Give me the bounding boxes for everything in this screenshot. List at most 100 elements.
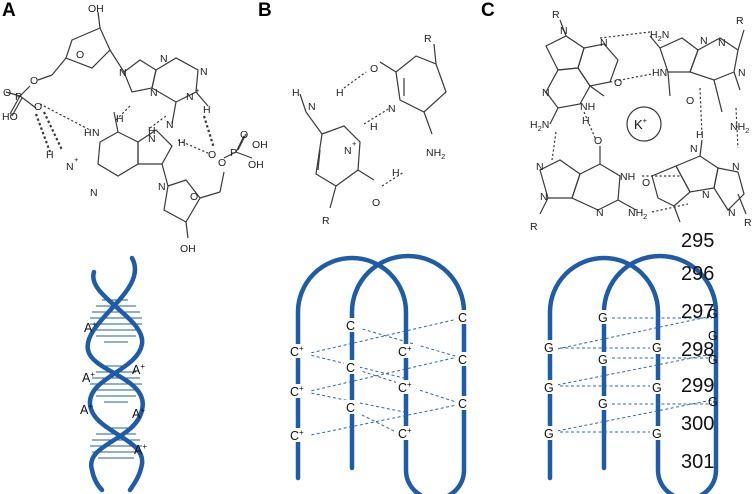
plus-label: + xyxy=(352,139,357,148)
guanine-label: G xyxy=(598,311,608,325)
h-label: H xyxy=(696,129,704,141)
o-label: O xyxy=(34,101,42,113)
protonated-cytosine-label: C+ xyxy=(398,380,412,395)
protonated-cytosine-label: C+ xyxy=(398,344,412,359)
n-label: N xyxy=(542,87,550,99)
h-label: H xyxy=(84,127,92,139)
p-label: P xyxy=(15,91,22,103)
helix-strand xyxy=(85,255,145,493)
r-label: R xyxy=(552,9,560,21)
n-label: N xyxy=(344,145,352,157)
ho-label: HO xyxy=(2,111,18,123)
guanine-label: G xyxy=(708,307,718,321)
g-quartet-structure: K+ R N N H2N R N N N HN O N NH H O H2N H… xyxy=(530,9,752,233)
h-label: H xyxy=(46,149,54,161)
adenine-labels: A+ A+ A+ A+ A+ A+ xyxy=(80,320,147,457)
o-label: O xyxy=(372,197,380,209)
h-label: H xyxy=(116,113,124,125)
n-label: N xyxy=(186,91,194,103)
oh-label: OH xyxy=(248,159,264,171)
r-label: R xyxy=(530,221,538,233)
nh2-label: NH2 xyxy=(426,147,445,161)
panel-letter-c: C xyxy=(481,0,495,21)
adenine-pair-structure: OH O O O P HO O N N N N N + H H N H N H … xyxy=(2,3,268,255)
protonated-cytosine-label: C+ xyxy=(290,344,304,359)
r-label: R xyxy=(736,15,744,27)
n-label: N xyxy=(148,133,156,145)
n-label: N xyxy=(718,37,726,49)
guanine-labels: G G G G G G G G G G G G G xyxy=(542,307,718,441)
protonated-cytosine-label: C+ xyxy=(398,426,412,441)
residue-numbers: 295 296 297 298 299 300 301 xyxy=(681,230,714,473)
protonated-cytosine-label: C+ xyxy=(290,384,304,399)
o-label: O xyxy=(370,63,378,75)
p-label: P xyxy=(230,147,237,159)
o-label: O xyxy=(642,177,650,189)
o-label: O xyxy=(76,49,84,61)
r-label: R xyxy=(744,217,752,229)
h-label: H xyxy=(178,137,186,149)
imotif-strand xyxy=(295,253,467,494)
quadruplex-strand xyxy=(547,253,719,494)
n-label: N xyxy=(700,35,708,47)
guanine-label: G xyxy=(544,381,554,395)
adenine-label: A+ xyxy=(132,406,145,421)
protonated-cytosine-label: C+ xyxy=(290,428,304,443)
n-label: N xyxy=(536,161,544,173)
n-label: N xyxy=(702,189,710,201)
adenine-label: A+ xyxy=(134,442,147,457)
h-label: H xyxy=(203,104,211,116)
guanine-label: G xyxy=(544,341,554,355)
oh-label: OH xyxy=(252,139,268,151)
n-label: N xyxy=(119,67,127,79)
residue-number: 300 xyxy=(681,413,714,435)
n-label: N xyxy=(728,207,736,219)
n-label: N xyxy=(200,66,208,78)
n-label: N xyxy=(388,103,396,115)
residue-number: 295 xyxy=(681,230,714,252)
nh-label: NH xyxy=(620,171,635,183)
h2n-label: H2N xyxy=(530,119,549,133)
helix-strand xyxy=(87,269,145,493)
o-label: O xyxy=(218,157,226,169)
adenine-label: A+ xyxy=(84,320,97,335)
cytosine-pair-structure: R O H N H N H N + NH2 H O R xyxy=(292,33,447,227)
o-label: O xyxy=(208,149,216,161)
residue-number: 298 xyxy=(681,339,714,361)
h-label: H xyxy=(336,87,344,99)
oh-label: OH xyxy=(180,243,196,255)
adenine-label: A+ xyxy=(82,370,95,385)
potassium-ion-label: K+ xyxy=(634,116,648,132)
plus-label: + xyxy=(74,155,79,164)
panel-letter-a: A xyxy=(2,0,16,21)
g-quadruplex-diagram: 295 296 297 298 299 300 301 G G G G G G … xyxy=(542,230,719,494)
guanine-label: G xyxy=(708,353,718,367)
cytosine-label: C xyxy=(458,353,467,367)
o-label: O xyxy=(614,77,622,89)
o-label: O xyxy=(686,95,694,107)
plus-label: + xyxy=(195,86,200,95)
panel-letter-b: B xyxy=(258,0,272,21)
n-label: N xyxy=(92,127,100,139)
n-label: N xyxy=(90,187,98,199)
cytosine-label: C xyxy=(458,397,467,411)
o-label: O xyxy=(594,135,602,147)
n-label: N xyxy=(308,101,316,113)
h-label: H xyxy=(370,121,378,133)
oh-label: OH xyxy=(88,3,104,15)
h-label: H xyxy=(392,167,400,179)
residue-number: 296 xyxy=(681,263,714,285)
residue-number: 301 xyxy=(681,451,714,473)
n-label: N xyxy=(600,37,608,49)
adenine-label: A+ xyxy=(132,362,145,377)
a-motif-helix: A+ A+ A+ A+ A+ A+ xyxy=(80,255,147,493)
nh2-label: NH2 xyxy=(628,207,647,221)
h-label: H xyxy=(148,125,156,137)
guanine-label: G xyxy=(708,329,718,343)
cytosine-label: C xyxy=(346,361,355,375)
nh-label: NH xyxy=(580,101,595,113)
o-label: O xyxy=(3,87,11,99)
guanine-label: G xyxy=(708,395,718,409)
cytosine-labels: C C C C C C C+ C+ C+ C+ C+ C+ xyxy=(288,310,472,443)
n-label: N xyxy=(560,25,568,37)
